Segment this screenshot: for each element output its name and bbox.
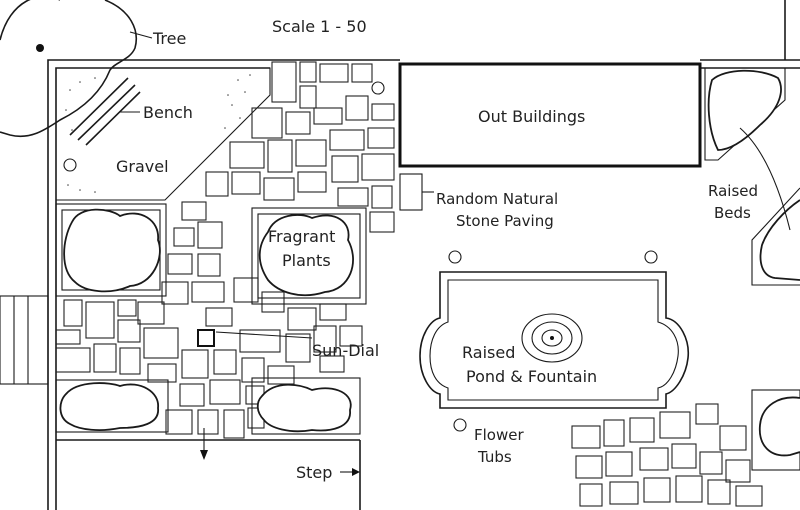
entrance-steps xyxy=(0,295,49,385)
raised-beds-leader xyxy=(739,127,791,231)
fragrant-plants-label-2: Plants xyxy=(282,251,331,270)
gravel-area xyxy=(56,67,271,201)
right-boundary xyxy=(700,59,800,69)
flower-tubs-label-1: Flower xyxy=(474,426,524,444)
random-paving-label-1: Random Natural xyxy=(436,190,558,208)
bench-label: Bench xyxy=(143,103,193,122)
flower-tub-icons xyxy=(63,81,658,432)
tree-label: Tree xyxy=(152,29,186,48)
raised-beds-label-2: Beds xyxy=(714,204,751,222)
fragrant-plants-label-1: Fragrant xyxy=(268,227,335,246)
planting-beds xyxy=(55,67,800,471)
sun-dial-leader xyxy=(215,331,313,339)
raised-beds-label-1: Raised xyxy=(708,182,758,200)
paving-sample xyxy=(399,173,423,211)
raised-pond xyxy=(419,271,690,409)
lower-paving-stones xyxy=(571,403,763,507)
tree-trunk-dot xyxy=(36,44,44,52)
flower-tubs-label-2: Tubs xyxy=(477,448,512,466)
out-buildings xyxy=(398,62,702,168)
sun-dial-label: Sun-Dial xyxy=(312,341,379,360)
sun-dial xyxy=(197,329,215,347)
random-paving-label-2: Stone Paving xyxy=(456,212,554,230)
out-buildings-label: Out Buildings xyxy=(478,107,585,126)
tree-label-leader xyxy=(129,31,153,39)
bench xyxy=(69,77,141,146)
gravel-dots xyxy=(65,74,251,193)
bottom-step xyxy=(56,428,361,510)
gravel-label: Gravel xyxy=(116,157,169,176)
step-label: Step xyxy=(296,463,332,482)
paving-stones xyxy=(55,61,395,439)
pond-label-1: Raised xyxy=(462,343,515,362)
pond-label-2: Pond & Fountain xyxy=(466,367,597,386)
scale-label: Scale 1 - 50 xyxy=(272,17,367,36)
tree-outline xyxy=(0,0,137,138)
